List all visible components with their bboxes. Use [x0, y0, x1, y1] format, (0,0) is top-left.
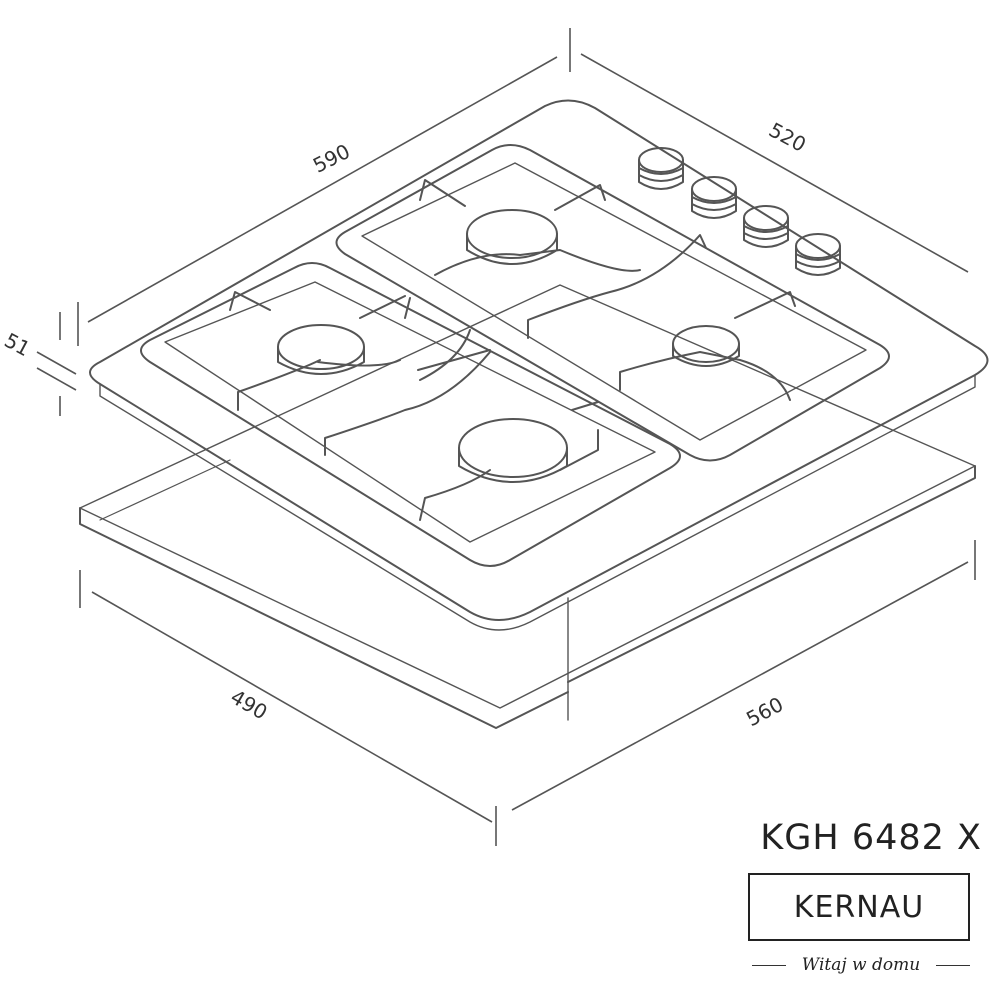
model-number: KGH 6482 X	[760, 818, 982, 858]
knob-1	[638, 147, 684, 190]
brand-logo: KERNAU	[793, 889, 925, 925]
tagline-rule-left	[752, 964, 786, 966]
burner-rear-right-small	[672, 325, 740, 367]
tagline-rule-right	[936, 964, 970, 966]
dim-520: 520	[569, 28, 969, 273]
burner-front-left	[277, 324, 365, 375]
dim-590: 590	[77, 56, 558, 346]
dim-520-label: 520	[765, 118, 810, 157]
dim-590-label: 590	[309, 139, 354, 178]
top-plate	[89, 99, 989, 631]
knob-2	[691, 176, 737, 219]
control-knobs	[638, 147, 841, 276]
dim-560-label: 560	[742, 692, 787, 731]
burner-front-right-large	[458, 418, 568, 483]
burner-rear-left	[466, 209, 558, 265]
brand-logo-box: KERNAU	[748, 873, 970, 941]
knob-3	[743, 205, 789, 248]
dim-51: 51	[0, 312, 77, 416]
tagline-row: Witaj w domu	[752, 953, 970, 977]
knob-4	[795, 233, 841, 276]
dim-490: 490	[79, 570, 497, 846]
right-grate	[335, 144, 890, 462]
brand-tagline: Witaj w domu	[801, 955, 921, 975]
left-grate	[140, 262, 681, 567]
dim-51-label: 51	[0, 328, 34, 361]
